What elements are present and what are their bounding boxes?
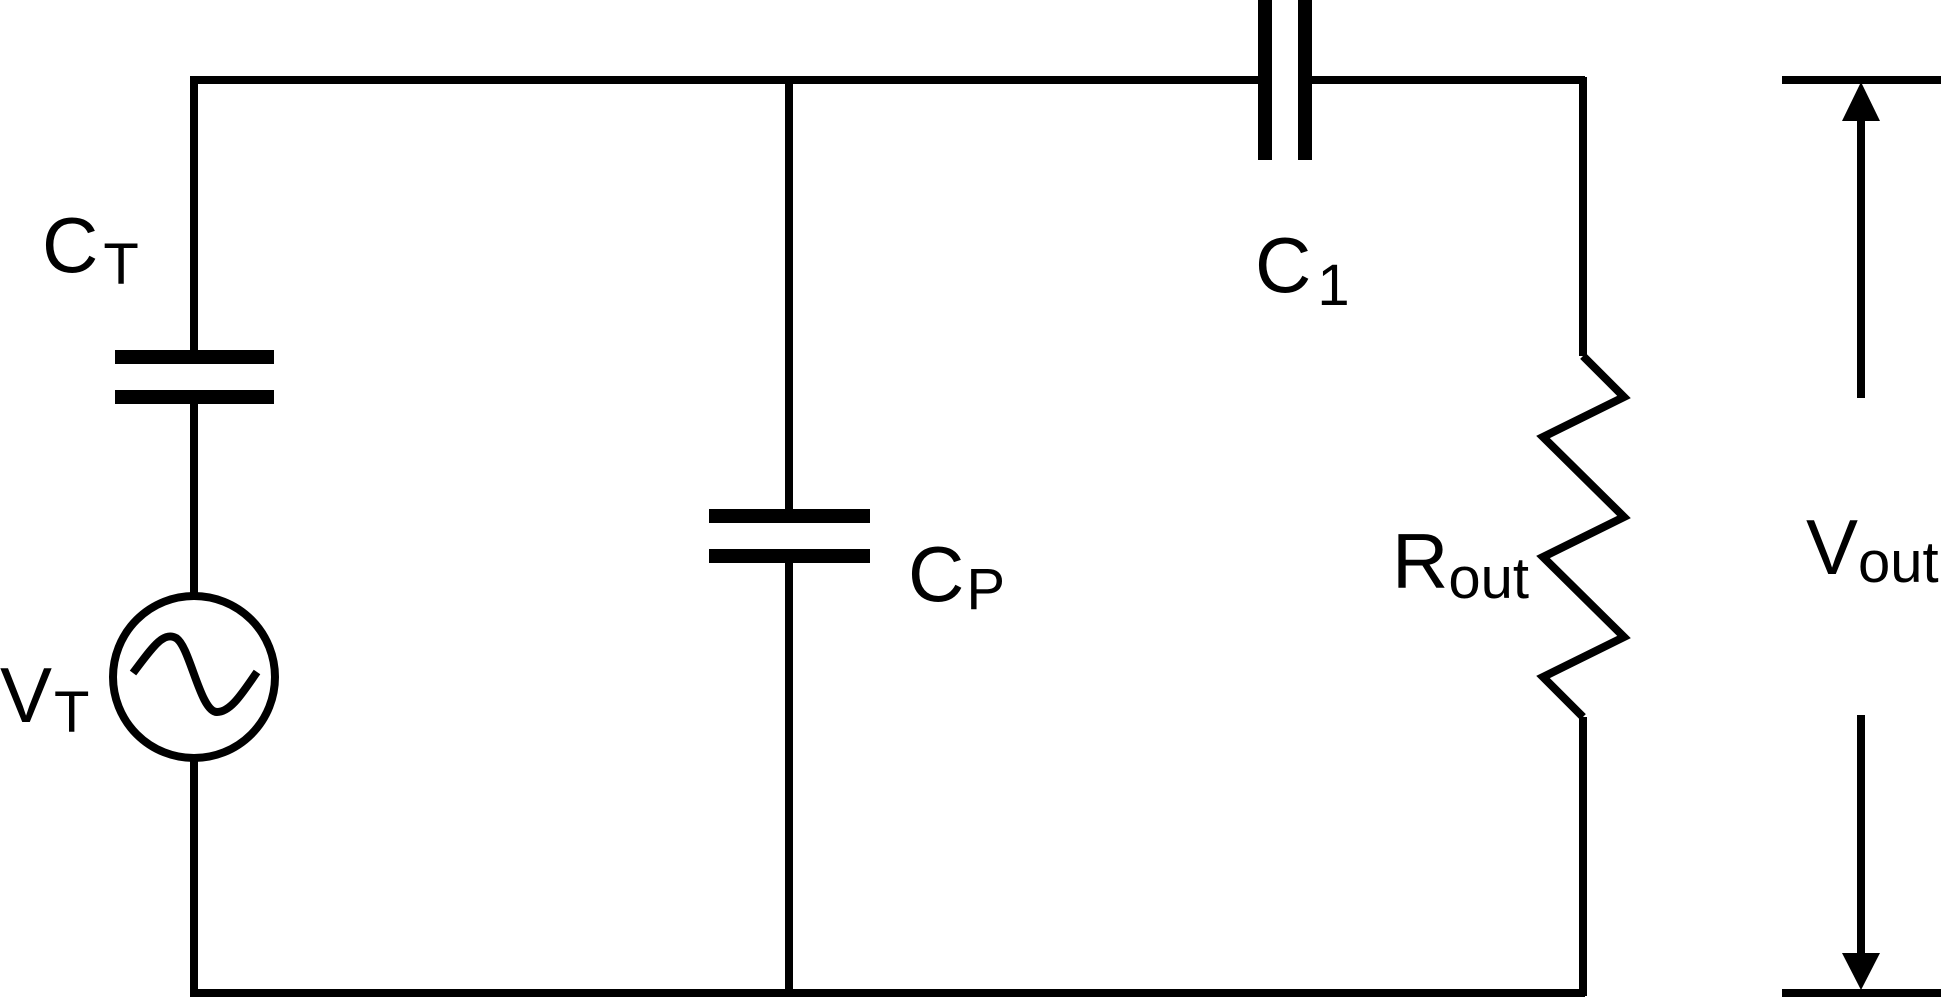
arrow-up-icon <box>1842 82 1880 121</box>
vout-indicator <box>1782 76 1941 997</box>
label-rout: Rout <box>1392 517 1529 611</box>
right-branch <box>1536 77 1631 996</box>
label-cp: CP <box>908 530 1005 622</box>
capacitor-ct-symbol <box>115 350 274 404</box>
label-ct: CT <box>42 201 139 297</box>
capacitor-c1-symbol <box>1258 0 1312 160</box>
ac-source-vt-symbol <box>109 592 279 762</box>
middle-branch <box>709 77 870 996</box>
label-vt: VT <box>0 651 89 745</box>
capacitor-cp-symbol <box>709 509 870 563</box>
label-vout: Vout <box>1806 503 1939 595</box>
resistor-rout-symbol <box>1536 353 1631 720</box>
left-branch <box>109 77 279 996</box>
arrow-down-icon <box>1842 953 1880 990</box>
